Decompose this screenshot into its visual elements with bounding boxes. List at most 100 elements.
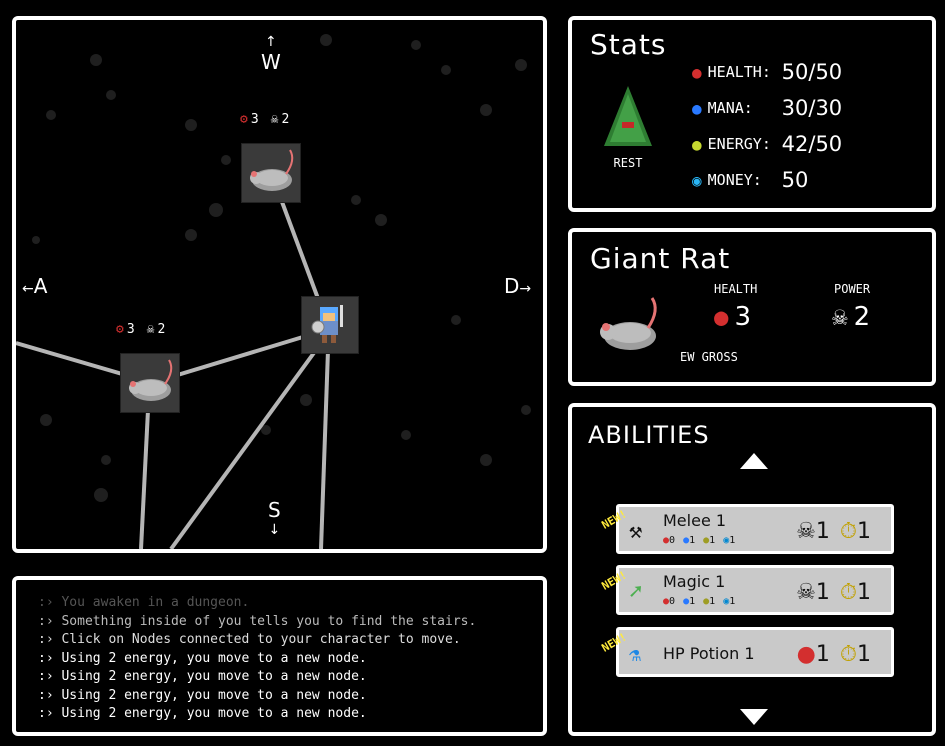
energy-label: ENERGY: bbox=[707, 135, 771, 153]
nav-down-indicator[interactable]: S ↓ bbox=[268, 498, 281, 538]
enemy-panel: Giant Rat EW GROSS HEALTH ● 3 POWER ☠ 2 bbox=[568, 228, 936, 386]
energy-stat: ● ENERGY: 42/50 bbox=[692, 132, 842, 156]
log-line: :› Using 2 energy, you move to a new nod… bbox=[38, 687, 367, 703]
mana-cost-icon: ● bbox=[683, 535, 690, 546]
energy-cost: 1 bbox=[709, 535, 716, 546]
money-cost-icon: ◉ bbox=[723, 596, 730, 607]
enemy-power-value: 2 bbox=[853, 302, 871, 332]
ability-card-hp-potion[interactable]: NEW! ⚗ HP Potion 1 ●1 ⏱1 bbox=[600, 627, 894, 677]
skull-icon: ☠ bbox=[146, 322, 155, 337]
nav-left-indicator[interactable]: ←A bbox=[22, 274, 48, 298]
money-cost: 1 bbox=[729, 535, 736, 546]
rest-button[interactable]: REST bbox=[602, 84, 654, 170]
node-b-stats: ⚙3 ☠2 bbox=[116, 322, 165, 337]
stats-title: Stats bbox=[590, 28, 667, 61]
money-value: 50 bbox=[781, 168, 809, 192]
enemy-power-label: POWER bbox=[834, 282, 871, 296]
money-stat: ◉ MONEY: 50 bbox=[692, 168, 808, 192]
health-potion-icon: ● bbox=[796, 642, 816, 667]
ability-damage: 1 bbox=[815, 580, 830, 605]
mana-cost-icon: ● bbox=[683, 596, 690, 607]
health-stat: ● HEALTH: 50/50 bbox=[692, 60, 842, 84]
enemy-health-label: HEALTH bbox=[714, 282, 758, 296]
map-node-rat-left[interactable] bbox=[120, 353, 180, 413]
money-cost-icon: ◉ bbox=[723, 535, 730, 546]
scroll-up-arrow[interactable] bbox=[740, 453, 768, 469]
node-b-health: 3 bbox=[126, 322, 135, 337]
map-panel: ↑ W ←A D→ S ↓ ⚙3 ☠2 ⚙3 ☠2 bbox=[12, 16, 547, 553]
log-line: :› Something inside of you tells you to … bbox=[38, 613, 477, 629]
nav-down-key: S bbox=[268, 498, 281, 522]
ability-stats: ●1 ⏱1 bbox=[797, 642, 871, 667]
nav-right-indicator[interactable]: D→ bbox=[504, 274, 532, 298]
ability-name: Magic 1 bbox=[663, 572, 726, 591]
ability-name: Melee 1 bbox=[663, 511, 727, 530]
nav-left-key: A bbox=[33, 274, 48, 298]
new-badge: NEW! bbox=[599, 630, 629, 655]
abilities-panel: ABILITIES NEW! ⚒ Melee 1 ●0 ●1 ●1 ◉1 ☠1 … bbox=[568, 403, 936, 736]
skull-icon: ☠ bbox=[796, 519, 816, 544]
flask-icon: ⚗ bbox=[629, 642, 642, 666]
mana-cost: 1 bbox=[689, 535, 696, 546]
enemy-health-value: 3 bbox=[734, 302, 751, 332]
money-label: MONEY: bbox=[707, 171, 762, 189]
money-gem-icon: ◉ bbox=[692, 170, 702, 190]
wand-icon: ➚ bbox=[629, 580, 643, 605]
background-particles bbox=[32, 34, 531, 502]
rat-icon bbox=[250, 149, 294, 191]
energy-cost-icon: ● bbox=[703, 596, 710, 607]
nav-up-key: W bbox=[261, 50, 281, 74]
map-node-player bbox=[301, 296, 359, 354]
player-knight-icon bbox=[311, 305, 343, 343]
ability-stats: ☠1 ⏱1 bbox=[796, 580, 871, 605]
skull-icon: ☠ bbox=[832, 302, 848, 332]
ability-cooldown: 1 bbox=[857, 580, 871, 605]
ability-costs: ●0 ●1 ●1 ◉1 bbox=[663, 535, 735, 546]
health-cost: 0 bbox=[669, 535, 676, 546]
log-line: :› Using 2 energy, you move to a new nod… bbox=[38, 650, 367, 666]
energy-potion-icon: ● bbox=[692, 134, 702, 154]
axe-icon: ⚒ bbox=[629, 519, 643, 544]
scroll-down-arrow[interactable] bbox=[740, 709, 768, 725]
energy-cost: 1 bbox=[709, 596, 716, 607]
mana-stat: ● MANA: 30/30 bbox=[692, 96, 842, 120]
nav-up-indicator[interactable]: ↑ W bbox=[261, 34, 281, 74]
ability-stats: ☠1 ⏱1 bbox=[796, 519, 871, 544]
stopwatch-icon: ⏱ bbox=[839, 519, 857, 544]
enemy-flavor-text: EW GROSS bbox=[680, 350, 738, 364]
health-potion-icon: ● bbox=[692, 62, 702, 82]
ability-card-magic[interactable]: NEW! ➚ Magic 1 ●0 ●1 ●1 ◉1 ☠1 ⏱1 bbox=[600, 565, 894, 615]
stopwatch-icon: ⏱ bbox=[839, 642, 857, 667]
ability-cooldown: 1 bbox=[857, 642, 871, 667]
map-node-rat-top[interactable] bbox=[241, 143, 301, 203]
new-badge: NEW! bbox=[599, 568, 629, 593]
enemy-health: ● 3 bbox=[714, 302, 751, 332]
mana-value: 30/30 bbox=[781, 96, 843, 120]
node-a-power: 2 bbox=[281, 112, 290, 127]
stopwatch-icon: ⏱ bbox=[839, 580, 857, 605]
mana-label: MANA: bbox=[707, 99, 753, 117]
node-a-stats: ⚙3 ☠2 bbox=[240, 112, 289, 127]
new-badge: NEW! bbox=[599, 507, 629, 532]
health-potion-icon: ● bbox=[714, 303, 729, 331]
node-a-health: 3 bbox=[250, 112, 259, 127]
giant-rat-portrait bbox=[600, 297, 657, 350]
ability-card-melee[interactable]: NEW! ⚒ Melee 1 ●0 ●1 ●1 ◉1 ☠1 ⏱1 bbox=[600, 504, 894, 554]
potion-icon: ⚙ bbox=[240, 112, 248, 127]
health-cost-icon: ● bbox=[663, 535, 670, 546]
rat-icon bbox=[129, 359, 173, 401]
mana-cost: 1 bbox=[689, 596, 696, 607]
enemy-name: Giant Rat bbox=[590, 242, 731, 275]
ability-name: HP Potion 1 bbox=[663, 644, 755, 663]
log-line: :› You awaken in a dungeon. bbox=[38, 595, 250, 610]
log-line: :› Click on Nodes connected to your char… bbox=[38, 632, 461, 647]
campfire-tent-icon bbox=[604, 86, 652, 146]
log-line: :› Using 2 energy, you move to a new nod… bbox=[38, 706, 367, 721]
abilities-title: ABILITIES bbox=[588, 421, 710, 449]
enemy-power: ☠ 2 bbox=[832, 302, 870, 332]
ability-heal: 1 bbox=[815, 642, 830, 667]
message-log-panel: :› You awaken in a dungeon. :› Something… bbox=[12, 576, 547, 736]
ability-cooldown: 1 bbox=[857, 519, 871, 544]
money-cost: 1 bbox=[729, 596, 736, 607]
stats-panel: Stats REST ● HEALTH: 50/50 ● MANA: 30/30… bbox=[568, 16, 936, 212]
